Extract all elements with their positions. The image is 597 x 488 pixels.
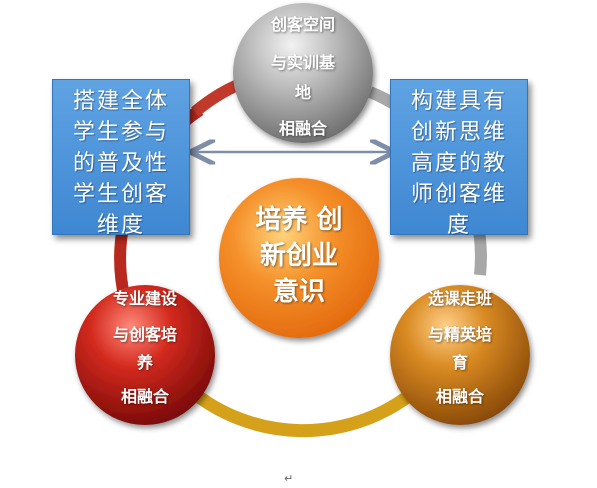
right-box-line-5: 度: [446, 213, 471, 238]
right-box-line-3: 高度的教: [410, 151, 507, 176]
left-box-line-3: 的普及性: [72, 151, 169, 176]
center-line-2: 新创业: [259, 241, 338, 271]
top-circle-line-4: 相融合: [278, 119, 327, 138]
right-box-line-1: 构建具有: [410, 89, 507, 114]
center-circle-text: 培养 创 新创业 意识: [229, 202, 369, 310]
left-box-line-1: 搭建全体: [72, 89, 169, 114]
top-circle-line-3: 地: [294, 83, 311, 102]
right-circle: [390, 285, 530, 425]
left-box-line-2: 学生参与: [72, 120, 169, 145]
right-circle-line-2: 与精英培: [427, 325, 492, 344]
ring-segment-bottom: [185, 384, 414, 438]
top-circle: [233, 3, 373, 143]
left-circle: [75, 285, 215, 425]
top-circle-text: 创客空间 与实训基 地 相融合: [253, 10, 353, 144]
right-circle-line-1: 选课走班: [427, 289, 492, 308]
left-box: 搭建全体 学生参与 的普及性 学生创客 维度: [52, 79, 190, 238]
top-circle-line-2: 与实训基: [270, 53, 335, 72]
right-circle-text: 选课走班 与精英培 育 相融合: [410, 285, 510, 411]
left-circle-text: 专业建设 与创客培 养 相融合: [95, 285, 195, 411]
paragraph-mark: ↵: [284, 472, 294, 485]
center-circle: [219, 178, 379, 338]
left-circle-line-2: 与创客培: [112, 325, 177, 344]
right-box-line-2: 创新思维: [410, 120, 507, 145]
left-circle-line-3: 养: [136, 353, 153, 372]
left-circle-line-4: 相融合: [120, 387, 169, 406]
left-circle-line-1: 专业建设: [112, 289, 177, 308]
top-circle-line-1: 创客空间: [270, 15, 335, 34]
center-line-1: 培养 创: [255, 205, 343, 235]
center-line-3: 意识: [272, 277, 325, 307]
left-box-line-4: 学生创客: [72, 182, 169, 207]
right-circle-line-3: 育: [451, 353, 468, 372]
right-box: 构建具有 创新思维 高度的教 师创客维 度: [390, 79, 528, 238]
left-box-line-5: 维度: [96, 213, 145, 238]
right-box-line-4: 师创客维: [410, 182, 507, 207]
right-circle-line-4: 相融合: [435, 387, 484, 406]
